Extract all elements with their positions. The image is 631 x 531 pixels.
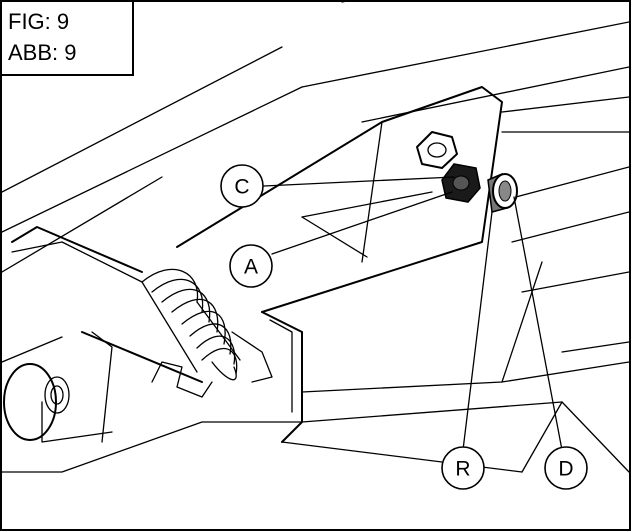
figure-label-box: FIG: 9 ABB: 9 [2,2,134,76]
upper-nut [416,131,458,169]
callout-a-label: A [244,256,258,279]
callout-r: R [441,446,485,490]
callout-c-label: C [234,176,249,199]
figure-number: FIG: 9 [8,9,70,34]
callout-r-label: R [455,458,470,481]
callout-a: A [229,244,273,288]
callout-d-label: D [558,458,573,481]
leader-lines [263,176,563,451]
lever-arm [2,226,303,473]
lower-left-bolt [3,363,70,441]
nut-a [441,163,481,203]
extension-spring [141,268,241,381]
callout-c: C [220,164,264,208]
bracket-plate [176,86,629,473]
abbildung-number: ABB: 9 [8,40,77,65]
roller-r [487,172,518,213]
callout-d: D [544,446,588,490]
